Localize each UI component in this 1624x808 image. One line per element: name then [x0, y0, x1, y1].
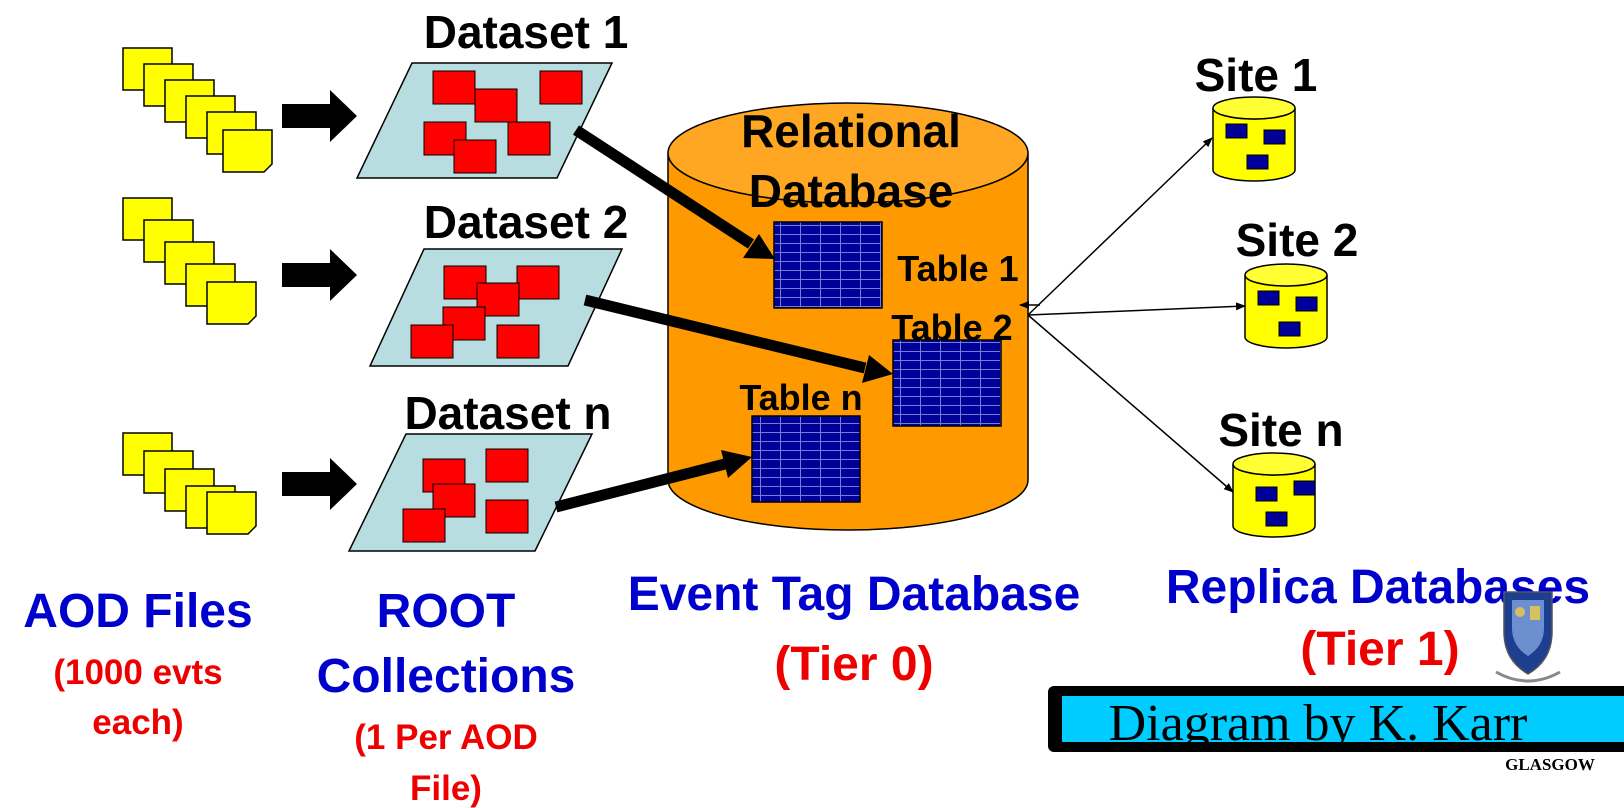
table-n-label: Table n	[739, 377, 862, 418]
site-n-label: Site n	[1218, 404, 1343, 456]
dataset-2-shape	[368, 248, 624, 367]
dataset-2-to-table-2-arrow	[583, 294, 893, 383]
aod-file-stack-3	[122, 432, 257, 535]
table-2-grid	[892, 339, 1002, 427]
block-arrow-1	[282, 90, 357, 142]
dataset-n-label: Dataset n	[404, 387, 611, 439]
root-collections-sub-line-1: (1 Per AOD	[354, 718, 537, 757]
replication-arrow-site-2	[1027, 302, 1246, 316]
site-n-cylinder	[1232, 452, 1316, 538]
table-1-label: Table 1	[897, 248, 1018, 289]
table-n-grid	[751, 415, 861, 503]
database-title-line-2: Database	[749, 165, 954, 217]
university-crest-logo	[1495, 591, 1561, 683]
dataset-2-label: Dataset 2	[424, 196, 629, 248]
dataset-n-shape	[347, 433, 594, 552]
site-2-cylinder	[1244, 263, 1328, 349]
aod-files-caption: AOD Files	[23, 585, 252, 638]
dataset-1-label: Dataset 1	[424, 6, 629, 58]
dataset-1-shape	[355, 62, 614, 179]
event-tag-database-caption: Event Tag Database	[628, 568, 1081, 621]
credit-banner	[1048, 686, 1624, 752]
replica-databases-tier: (Tier 1)	[1300, 623, 1459, 676]
root-collections-caption-line-1: ROOT	[377, 585, 516, 638]
root-collections-sub-line-2: File)	[410, 769, 482, 808]
site-1-cylinder	[1212, 96, 1296, 182]
aod-files-sub-line-1: (1000 evts	[53, 653, 222, 692]
replication-arrow-site-1	[1027, 137, 1213, 316]
aod-file-stack-1	[122, 47, 273, 173]
table-2-label: Table 2	[891, 307, 1012, 348]
institution-label: GLASGOW	[1505, 755, 1595, 774]
event-tag-database-tier: (Tier 0)	[774, 638, 933, 691]
aod-file-stack-2	[122, 197, 257, 325]
site-2-label: Site 2	[1236, 214, 1359, 266]
credit-banner-text: Diagram by K. Karr	[1109, 695, 1528, 752]
replication-arrow-site-n	[1027, 314, 1234, 493]
block-arrow-3	[282, 458, 357, 510]
site-1-label: Site 1	[1195, 49, 1318, 101]
dataset-n-to-table-n-arrow	[554, 450, 752, 513]
root-collections-caption-line-2: Collections	[317, 650, 576, 703]
block-arrow-2	[282, 249, 357, 301]
aod-files-sub-line-2: each)	[92, 703, 183, 742]
dataset-1-to-table-1-arrow	[572, 125, 775, 259]
database-title-line-1: Relational	[741, 105, 961, 157]
table-1-grid	[773, 221, 883, 309]
